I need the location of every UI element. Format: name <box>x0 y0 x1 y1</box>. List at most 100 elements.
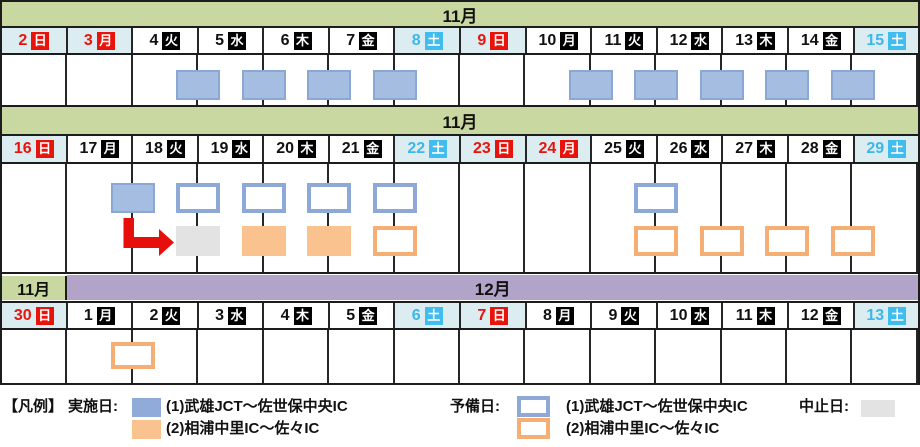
day-of-week-badge: 土 <box>888 31 907 50</box>
schedule-cell <box>852 330 918 383</box>
legend-route1-reserve: (1)武雄JCT～佐世保中央IC <box>566 398 748 415</box>
marker-reserve-2 <box>372 226 417 256</box>
date-number: 3 <box>215 306 224 324</box>
day-of-week-badge: 金 <box>822 31 841 50</box>
date-number: 9 <box>608 306 618 324</box>
day-of-week-badge: 土 <box>888 306 907 325</box>
date-number: 2 <box>18 31 28 49</box>
day-of-week-badge: 日 <box>490 306 509 325</box>
day-of-week-badge: 木 <box>298 140 316 158</box>
day-of-week-badge: 火 <box>625 140 644 158</box>
legend-route2-reserve: (2)相浦中里IC～佐々IC <box>566 420 720 437</box>
day-of-week-badge: 日 <box>490 31 509 50</box>
schedule-cell <box>2 164 68 272</box>
marker-executed-1 <box>241 70 286 100</box>
schedule-cell <box>787 330 853 383</box>
day-of-week-badge: 金 <box>359 31 378 50</box>
month-header-band: 11月 <box>2 0 918 28</box>
date-number: 23 <box>472 140 491 157</box>
reschedule-arrow-icon <box>123 218 174 256</box>
marker-reserve-2 <box>699 226 744 256</box>
date-number: 13 <box>735 31 754 49</box>
day-of-week-badge: 水 <box>232 140 251 158</box>
marker-executed-2 <box>241 226 286 256</box>
legend-swatch-executed-route1 <box>132 398 161 417</box>
schedule-cell <box>459 164 526 272</box>
date-number: 6 <box>280 31 290 49</box>
schedule-cell <box>525 330 591 383</box>
day-of-week-badge: 火 <box>625 31 644 50</box>
schedule-cell <box>590 330 657 383</box>
day-of-week-badge: 水 <box>691 31 710 50</box>
date-number: 13 <box>866 306 885 324</box>
marker-executed-2 <box>307 226 352 256</box>
day-of-week-badge: 土 <box>888 140 907 158</box>
marker-executed-1 <box>110 183 155 213</box>
day-of-week-badge: 金 <box>822 306 841 325</box>
marker-reserve-1 <box>307 183 352 213</box>
day-of-week-badge: 月 <box>96 306 115 325</box>
date-number: 8 <box>411 31 421 49</box>
date-number: 2 <box>149 306 159 324</box>
marker-reserve-1 <box>372 183 417 213</box>
date-number: 28 <box>800 140 819 157</box>
schedule-cell <box>329 330 395 383</box>
day-of-week-badge: 水 <box>691 306 710 325</box>
date-number: 5 <box>215 31 224 49</box>
date-number: 12 <box>669 31 688 49</box>
date-number: 14 <box>800 31 819 49</box>
day-of-week-badge: 金 <box>363 140 382 158</box>
date-number: 10 <box>669 306 688 324</box>
day-of-week-badge: 木 <box>293 31 312 50</box>
date-number: 10 <box>538 31 557 49</box>
date-number: 21 <box>341 140 360 157</box>
date-number: 6 <box>411 306 421 324</box>
day-of-week-badge: 月 <box>555 306 574 325</box>
month-label-november: 11月 <box>2 275 68 300</box>
legend-title: 【凡例】 <box>3 398 64 415</box>
schedule-cell <box>721 330 788 383</box>
marker-reserve-1 <box>634 183 679 213</box>
day-of-week-badge: 日 <box>31 31 50 50</box>
date-number: 20 <box>276 140 294 157</box>
schedule-cell <box>67 55 133 105</box>
date-number: 19 <box>210 140 229 157</box>
schedule-row <box>2 330 918 385</box>
day-of-week-badge: 木 <box>757 140 776 158</box>
marker-executed-1 <box>372 70 417 100</box>
schedule-cell <box>394 330 460 383</box>
date-number: 8 <box>542 306 552 324</box>
marker-executed-1 <box>307 70 352 100</box>
date-number: 30 <box>13 306 32 324</box>
day-of-week-badge: 金 <box>359 306 378 325</box>
month-label-december: 12月 <box>67 275 918 300</box>
date-number: 27 <box>735 140 754 157</box>
date-number: 11 <box>735 306 753 324</box>
marker-reserve-2 <box>110 342 155 369</box>
